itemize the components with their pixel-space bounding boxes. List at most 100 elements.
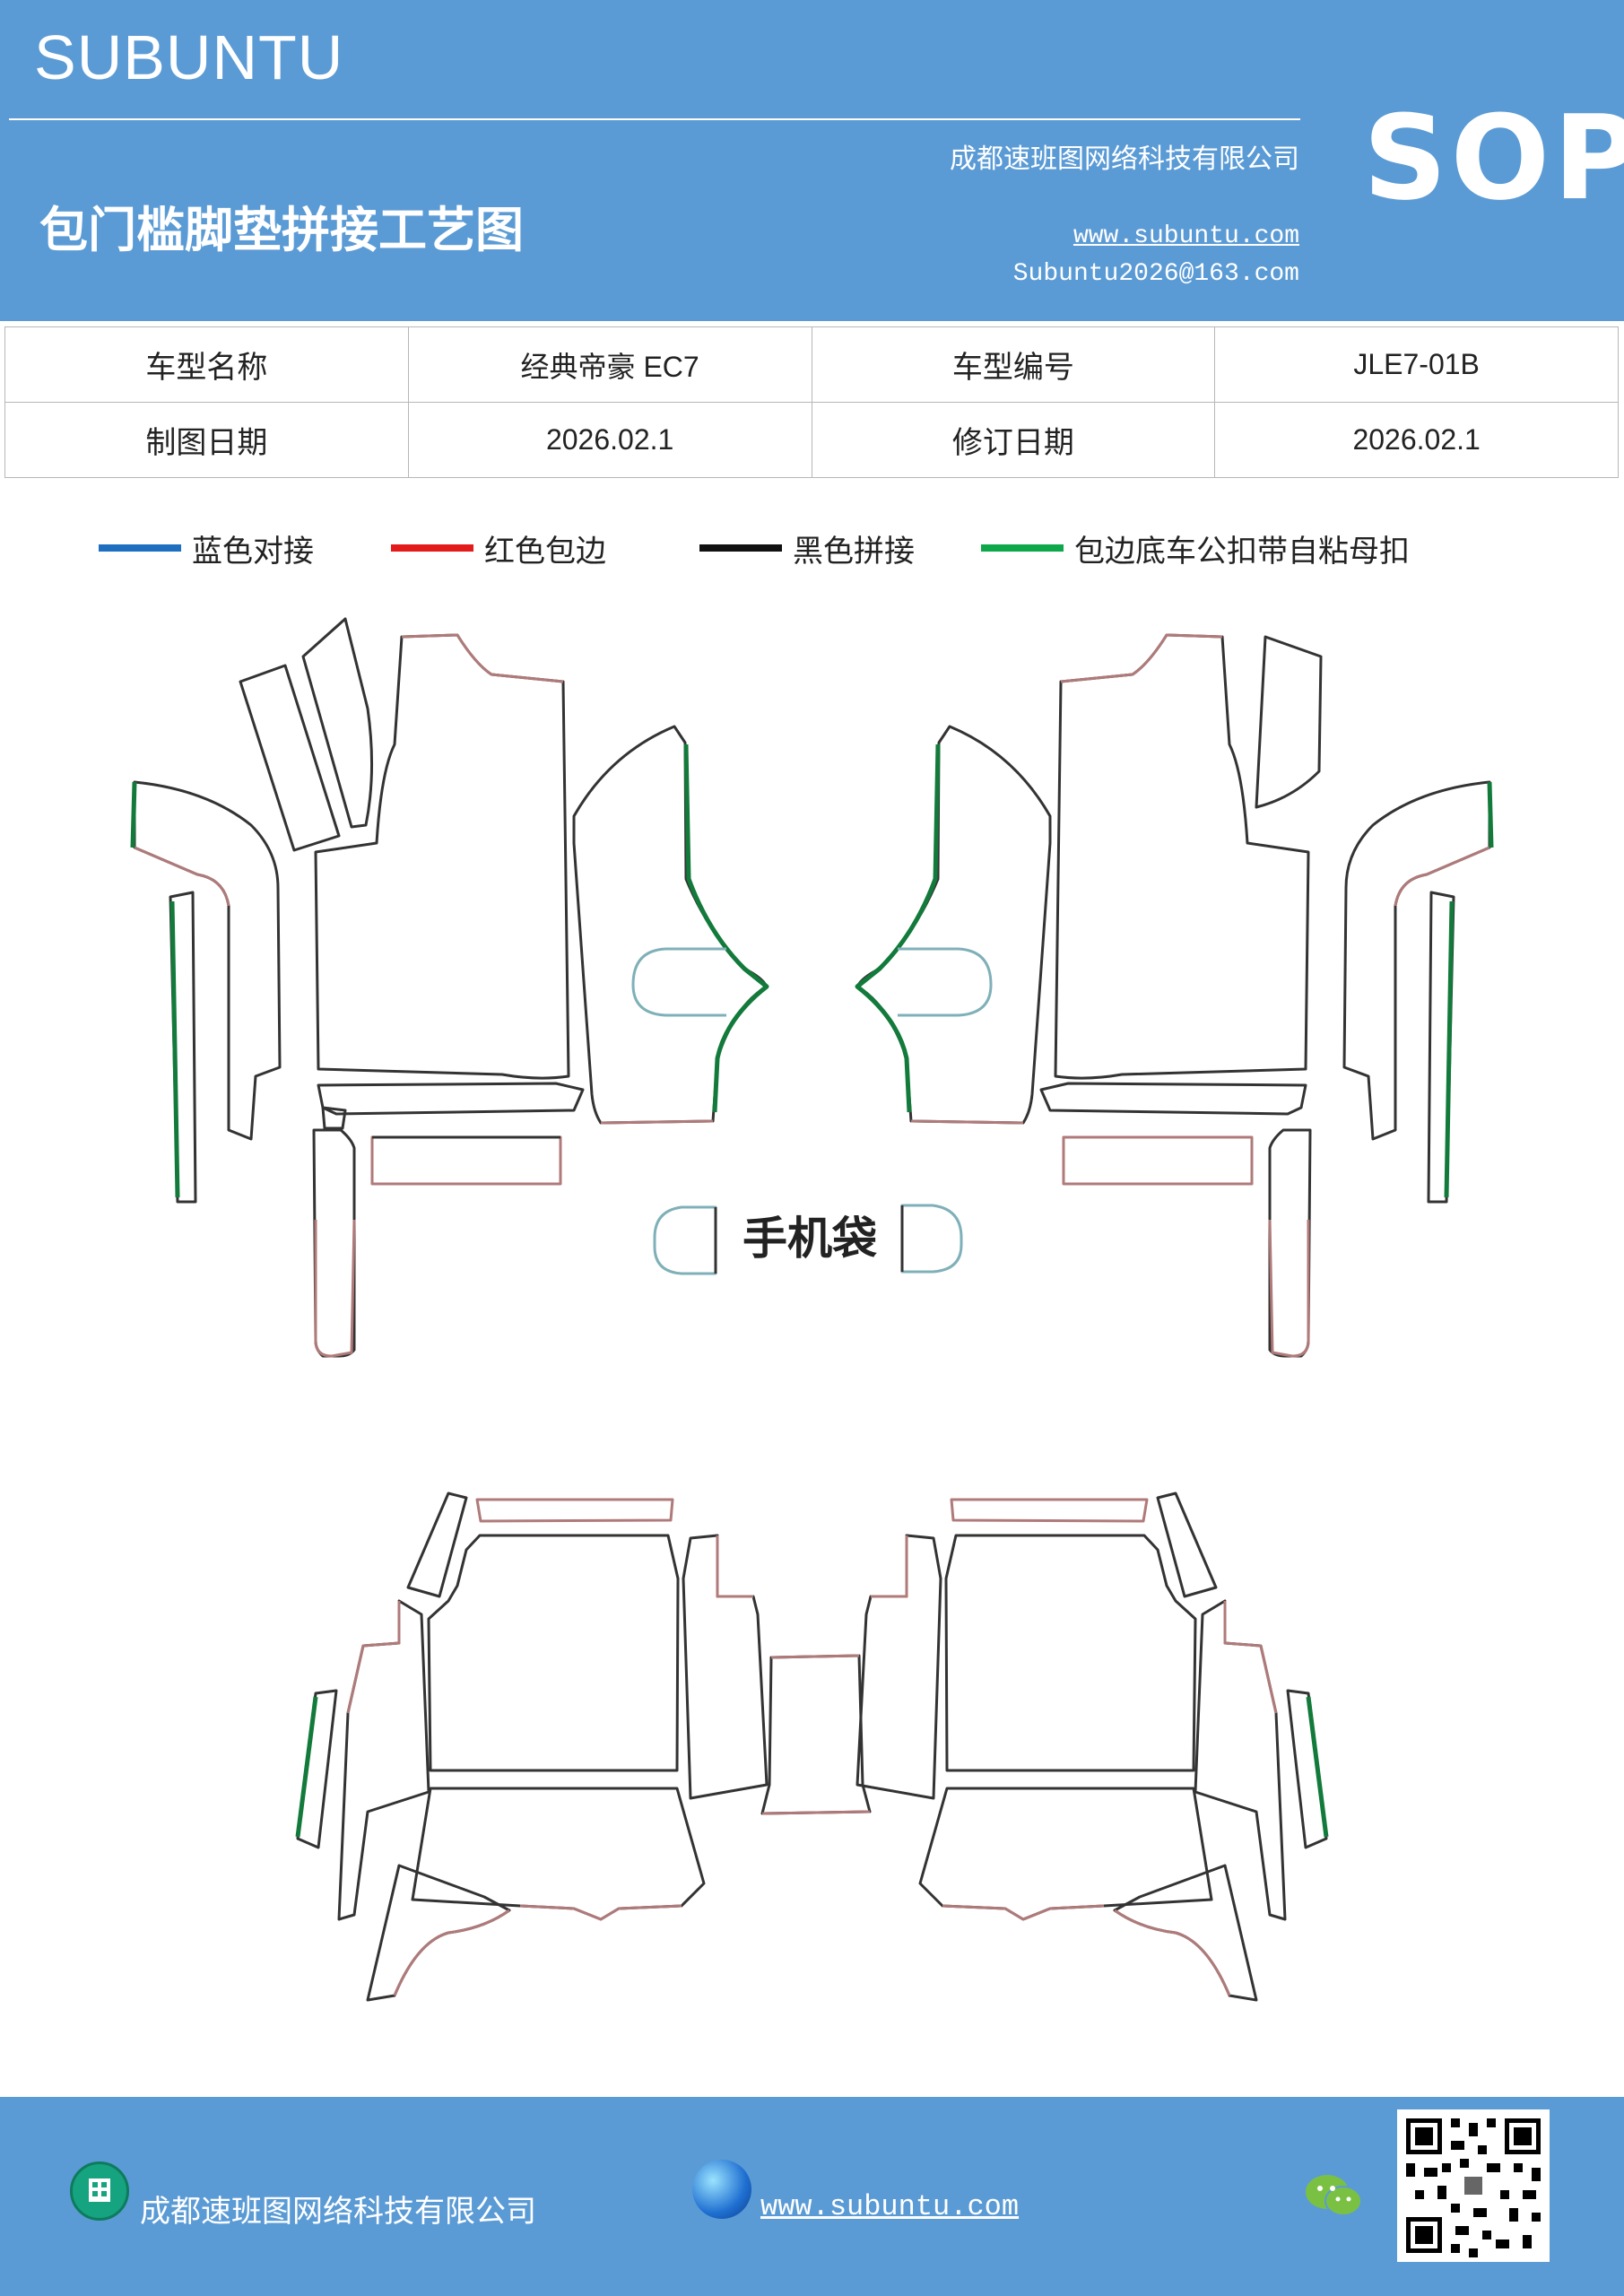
- model-name-label: 车型名称: [4, 326, 409, 403]
- mat-piece: [1062, 1135, 1254, 1186]
- mat-piece: [301, 617, 374, 829]
- green-edge: [295, 1696, 318, 1838]
- floor-mat-diagram: 手机袋: [130, 617, 1494, 2002]
- header-email[interactable]: Subuntu2026@163.com: [1012, 260, 1299, 288]
- green-edge: [1487, 781, 1494, 848]
- legend-item-green: 包边底车公扣带自粘母扣: [981, 526, 1410, 570]
- globe-icon: [692, 2160, 751, 2219]
- mat-piece-edge: [761, 1810, 871, 1815]
- mat-piece: [572, 725, 769, 1125]
- mat-piece-edge: [519, 1904, 682, 1921]
- model-code-label: 车型编号: [811, 326, 1216, 403]
- mat-piece: [1268, 1128, 1312, 1358]
- green-edge: [1444, 900, 1455, 1198]
- legend-swatch: [981, 544, 1064, 552]
- rear-mats-left: [295, 1492, 769, 2002]
- mat-piece: [312, 1128, 356, 1358]
- revise-date-value: 2026.02.1: [1214, 402, 1619, 478]
- header-website-link[interactable]: www.subuntu.com: [1073, 222, 1299, 250]
- mat-piece-edge: [401, 633, 564, 683]
- draw-date-value: 2026.02.1: [407, 402, 812, 478]
- mat-piece-edge: [600, 1119, 714, 1125]
- green-edge: [169, 900, 180, 1198]
- green-edge: [130, 781, 137, 848]
- legend-label: 蓝色对接: [192, 533, 314, 570]
- mat-piece: [950, 1498, 1149, 1523]
- mat-piece: [133, 780, 282, 1141]
- mat-piece-edge: [1394, 846, 1490, 907]
- center-tunnel-piece: [760, 1654, 872, 1815]
- footer-company-name: 成都速班图网络科技有限公司: [140, 2194, 536, 2230]
- legend-swatch: [699, 544, 782, 552]
- mat-piece-edge: [1114, 1909, 1231, 1996]
- mat-piece-edge: [910, 1119, 1024, 1125]
- mat-piece: [427, 1534, 680, 1772]
- legend-item-blue: 蓝色对接: [99, 526, 314, 570]
- rear-mats-right: [855, 1492, 1329, 2002]
- mat-piece: [855, 1534, 942, 1800]
- mat-piece-edge: [134, 846, 230, 907]
- mat-piece-edge: [716, 1535, 753, 1598]
- mat-piece: [406, 1492, 468, 1598]
- mat-piece: [1286, 1689, 1328, 1849]
- legend-item-red: 红色包边: [391, 526, 606, 570]
- legend-item-black: 黑色拼接: [699, 526, 915, 570]
- mat-piece: [411, 1787, 706, 1921]
- sop-badge: SOP: [1363, 90, 1624, 226]
- green-edge: [683, 744, 769, 1113]
- model-code-value: JLE7-01B: [1214, 326, 1619, 403]
- header-divider: [9, 118, 1300, 120]
- color-legend: 蓝色对接 红色包边 黑色拼接 包边底车公扣带自粘母扣: [0, 526, 1624, 570]
- legend-swatch: [99, 544, 181, 552]
- mat-piece-edge: [346, 1601, 401, 1714]
- mat-piece: [855, 725, 1052, 1125]
- vehicle-info-table: 车型名称 经典帝豪 EC7 车型编号 JLE7-01B 制图日期 2026.02…: [4, 326, 1619, 478]
- qr-code[interactable]: [1397, 2109, 1550, 2262]
- mat-piece-edge: [770, 1654, 860, 1659]
- table-row: 制图日期 2026.02.1 修订日期 2026.02.1: [4, 402, 1619, 478]
- mat-piece: [317, 1082, 585, 1116]
- mat-piece: [370, 1135, 562, 1186]
- mat-piece: [944, 1534, 1197, 1772]
- phone-bag-right: [900, 1204, 963, 1274]
- mat-piece: [1113, 1864, 1258, 2002]
- mat-piece-edge: [1060, 633, 1223, 683]
- building-icon: [70, 2161, 129, 2221]
- legend-label: 红色包边: [484, 533, 606, 570]
- mat-piece: [918, 1787, 1213, 1921]
- green-edge: [1306, 1696, 1329, 1838]
- mat-piece: [1156, 1492, 1218, 1598]
- mat-piece: [366, 1864, 511, 2002]
- footer-banner: 成都速班图网络科技有限公司 www.subuntu.com: [0, 2097, 1624, 2296]
- header-banner: SUBUNTU 包门槛脚垫拼接工艺图 成都速班图网络科技有限公司 www.sub…: [0, 0, 1624, 321]
- wechat-icon[interactable]: [1302, 2169, 1365, 2222]
- mat-piece: [1342, 780, 1491, 1141]
- mat-piece-edge: [393, 1909, 510, 1996]
- document-title: 包门槛脚垫拼接工艺图: [39, 201, 524, 258]
- mat-piece: [321, 1106, 347, 1130]
- green-edge: [855, 744, 941, 1113]
- model-name-value: 经典帝豪 EC7: [407, 326, 812, 403]
- mat-piece-edge: [1223, 1601, 1278, 1714]
- footer-website-link[interactable]: www.subuntu.com: [760, 2190, 1020, 2223]
- blue-cutout: [631, 947, 726, 1017]
- table-row: 车型名称 经典帝豪 EC7 车型编号 JLE7-01B: [4, 326, 1619, 403]
- mat-piece: [1054, 633, 1310, 1080]
- phone-bag-left: [653, 1205, 717, 1275]
- revise-date-label: 修订日期: [811, 402, 1216, 478]
- phone-bag-label: 手机袋: [743, 1213, 877, 1265]
- header-company-name: 成都速班图网络科技有限公司: [950, 144, 1299, 175]
- brand-name: SUBUNTU: [34, 22, 344, 92]
- mat-piece-edge: [314, 1219, 356, 1358]
- legend-label: 黑色拼接: [793, 533, 915, 570]
- mat-piece-edge: [942, 1904, 1105, 1921]
- mat-piece: [682, 1534, 769, 1800]
- mat-piece: [239, 664, 341, 852]
- blue-cutout: [898, 947, 993, 1017]
- legend-swatch: [391, 544, 473, 552]
- mat-piece: [296, 1689, 338, 1849]
- legend-label: 包边底车公扣带自粘母扣: [1074, 533, 1410, 570]
- draw-date-label: 制图日期: [4, 402, 409, 478]
- mat-piece: [1039, 1082, 1307, 1116]
- mat-piece-edge: [1268, 1219, 1310, 1358]
